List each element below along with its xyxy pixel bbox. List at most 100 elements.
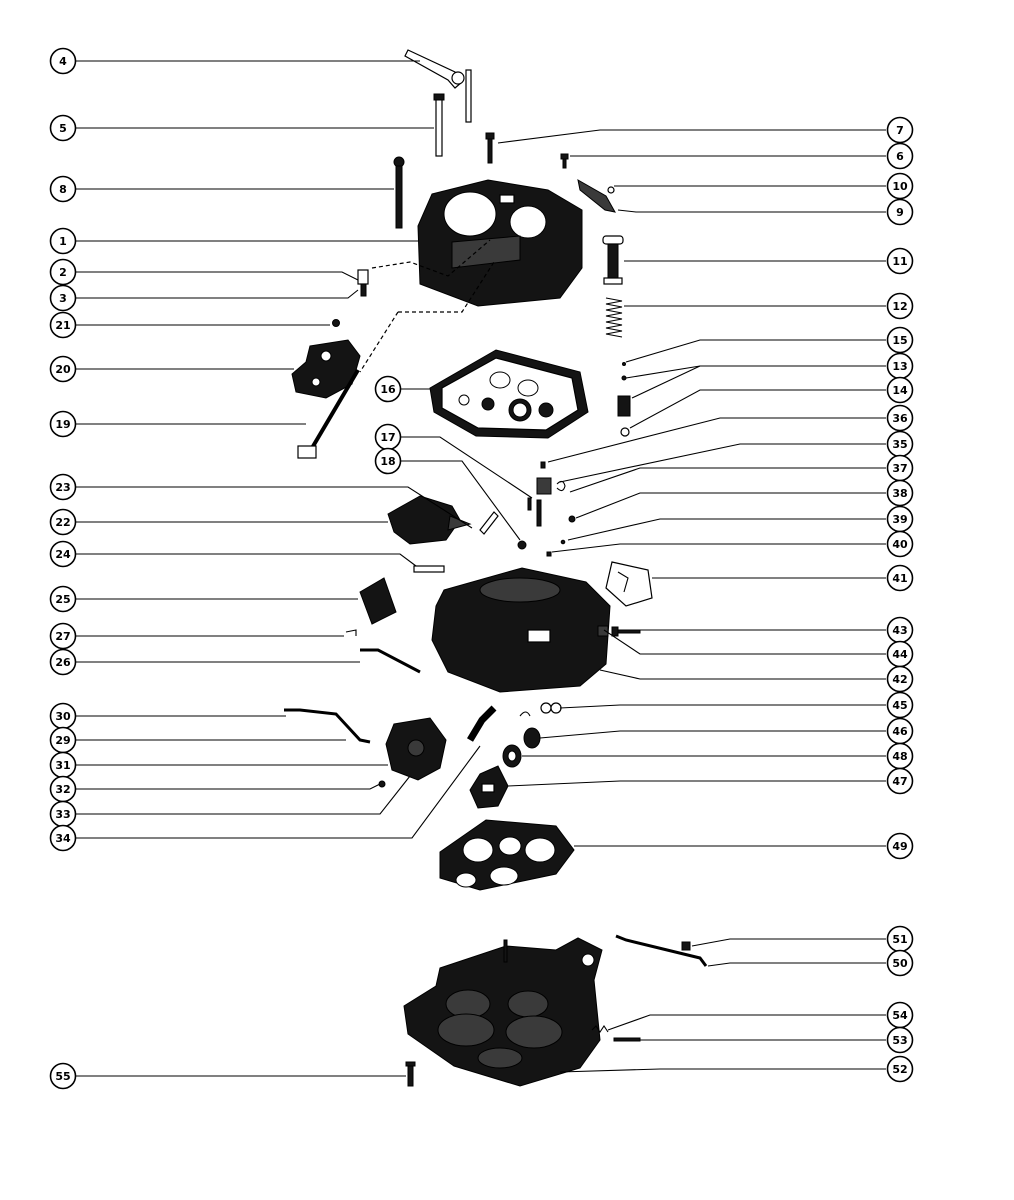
callout-number: 48: [892, 750, 907, 763]
part-throttle-rod: [615, 934, 708, 967]
callout-circle: [49, 355, 77, 383]
part-throttle-body: [403, 937, 603, 1087]
callout-number: 53: [892, 1034, 907, 1047]
callout-34: 34: [49, 824, 77, 852]
callout-31: 31: [49, 751, 77, 779]
part-bolt-55: [405, 1061, 416, 1087]
part-fuel-filter: [469, 702, 562, 809]
callout-circle: [49, 114, 77, 142]
part-air-horn: [417, 179, 583, 307]
callout-number: 17: [380, 431, 395, 444]
callout-number: 12: [892, 300, 907, 313]
part-spring: [605, 297, 623, 338]
part-choke-housing: [291, 339, 361, 399]
part-fitting: [357, 269, 369, 297]
callout-circle: [49, 284, 77, 312]
callout-number: 38: [892, 487, 907, 500]
callout-number: 5: [59, 122, 67, 135]
callout-54: 54: [886, 1001, 914, 1029]
callout-41: 41: [886, 564, 914, 592]
callout-33: 33: [49, 800, 77, 828]
part-pump-rod: [360, 648, 421, 674]
part-power-piston-set: [536, 461, 576, 557]
callout-12: 12: [886, 292, 914, 320]
callout-number: 42: [892, 673, 907, 686]
callout-circle: [49, 473, 77, 501]
part-float-pin: [479, 511, 499, 535]
callout-circle: [886, 376, 914, 404]
callout-circle: [49, 622, 77, 650]
part-screw-top: [485, 132, 495, 164]
part-vacuum-hose: [466, 705, 497, 742]
callout-number: 46: [892, 725, 908, 738]
callout-number: 11: [892, 255, 907, 268]
leader-lines: [76, 60, 886, 1077]
callout-circle: [374, 447, 402, 475]
callout-number: 6: [896, 150, 904, 163]
callout-number: 47: [892, 775, 907, 788]
callout-circle: [49, 585, 77, 613]
callout-circle: [886, 142, 914, 170]
callout-21: 21: [49, 311, 77, 339]
callout-8: 8: [49, 175, 77, 203]
part-pin: [433, 93, 445, 157]
callout-circle: [886, 564, 914, 592]
callout-circle: [49, 824, 77, 852]
callout-circle: [886, 198, 914, 226]
callout-17: 17: [374, 423, 402, 451]
callout-number: 4: [59, 55, 67, 68]
callout-circle: [886, 949, 914, 977]
callout-52: 52: [886, 1055, 914, 1083]
callout-48: 48: [886, 742, 914, 770]
callout-number: 23: [55, 481, 70, 494]
callout-circle: [49, 175, 77, 203]
callout-circle: [49, 311, 77, 339]
callout-22: 22: [49, 508, 77, 536]
callout-circle: [49, 47, 77, 75]
callout-10: 10: [886, 172, 914, 200]
part-air-horn-gasket: [429, 349, 589, 439]
callout-number: 27: [55, 630, 70, 643]
callout-47: 47: [886, 767, 914, 795]
callout-number: 21: [55, 319, 70, 332]
callout-11: 11: [886, 247, 914, 275]
callout-37: 37: [886, 454, 914, 482]
callout-number: 19: [55, 418, 70, 431]
callout-circle: [886, 832, 914, 860]
part-plunger: [602, 235, 624, 285]
callout-circle: [886, 247, 914, 275]
callout-number: 1: [59, 235, 67, 248]
callout-number: 30: [55, 710, 71, 723]
part-float-bowl: [431, 567, 611, 693]
callout-18: 18: [374, 447, 402, 475]
callout-2: 2: [49, 258, 77, 286]
callout-number: 37: [892, 462, 907, 475]
part-baffle-plate: [359, 577, 397, 625]
callout-number: 25: [55, 593, 70, 606]
callout-number: 15: [892, 334, 907, 347]
callout-number: 22: [55, 516, 70, 529]
callout-49: 49: [886, 832, 914, 860]
callout-number: 24: [55, 548, 71, 561]
callout-50: 50: [886, 949, 914, 977]
callout-circle: [886, 479, 914, 507]
callout-55: 55: [49, 1062, 77, 1090]
callout-42: 42: [886, 665, 914, 693]
callout-circle: [886, 292, 914, 320]
callout-circle: [49, 508, 77, 536]
callout-number: 3: [59, 292, 67, 305]
callout-number: 41: [892, 572, 907, 585]
callout-25: 25: [49, 585, 77, 613]
callout-number: 36: [892, 412, 908, 425]
part-filter-cover: [605, 561, 653, 607]
callout-circle: [886, 691, 914, 719]
callout-circle: [49, 258, 77, 286]
part-check-ball: [517, 497, 532, 550]
callout-14: 14: [886, 376, 914, 404]
callout-layer: 4581232120192322242527263029313233345576…: [49, 47, 914, 1090]
callout-circle: [886, 172, 914, 200]
part-float: [387, 495, 472, 545]
part-base-gasket: [439, 819, 575, 891]
callout-number: 39: [892, 513, 907, 526]
callout-number: 43: [892, 624, 907, 637]
